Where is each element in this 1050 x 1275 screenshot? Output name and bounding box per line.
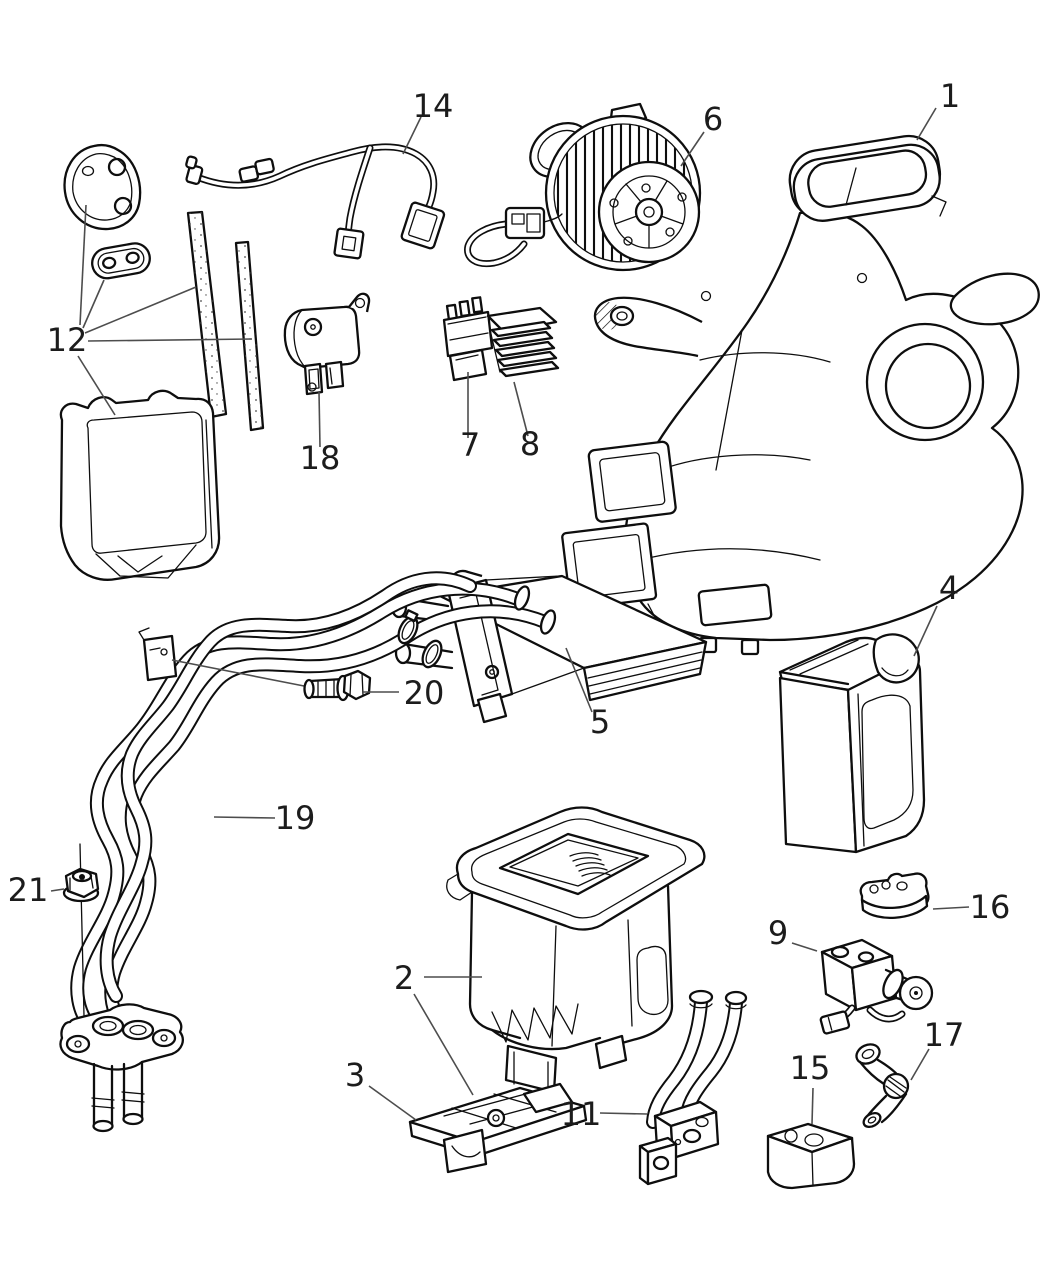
leader-line-6 xyxy=(680,131,705,167)
callout-number-18: 18 xyxy=(300,439,341,477)
leader-line-12 xyxy=(87,338,253,342)
leader-line-3 xyxy=(368,1085,417,1121)
callout-19: 19 xyxy=(213,799,316,837)
leader-line-12 xyxy=(82,279,105,329)
callout-number-12: 12 xyxy=(47,321,88,359)
leader-line-11 xyxy=(599,1112,648,1115)
part-16-mounting-bracket-pad xyxy=(859,872,930,920)
callout-16: 16 xyxy=(932,888,1011,926)
part-17-pivot-bracket xyxy=(855,1043,910,1129)
callout-1: 1 xyxy=(916,77,960,141)
callout-number-4: 4 xyxy=(939,569,959,607)
callout-18: 18 xyxy=(300,391,341,477)
part-18-actuator-motor xyxy=(283,292,371,396)
callout-number-14: 14 xyxy=(413,87,454,125)
callout-number-6: 6 xyxy=(703,100,723,138)
callout-2: 2 xyxy=(394,959,482,1096)
part-4-evaporator-core xyxy=(778,633,926,854)
part-14-wiring-harness xyxy=(185,143,446,260)
part-6-blower-motor xyxy=(464,102,702,272)
callout-15: 15 xyxy=(790,1049,831,1125)
leader-line-16 xyxy=(932,906,970,910)
leader-line-21 xyxy=(50,888,65,892)
leader-line-4 xyxy=(913,605,938,657)
leader-line-12 xyxy=(77,355,116,416)
callout-number-5: 5 xyxy=(590,703,610,741)
leader-line-2 xyxy=(413,993,474,1096)
part-7-8-blower-resistor xyxy=(442,296,560,382)
callout-number-17: 17 xyxy=(924,1016,965,1054)
part-15-foam-block xyxy=(766,1122,856,1190)
leader-line-12 xyxy=(84,286,197,334)
callout-6: 6 xyxy=(680,100,723,167)
leader-line-5 xyxy=(565,647,593,713)
part-12-seals-and-gaskets xyxy=(59,143,265,581)
callout-7: 7 xyxy=(460,372,480,464)
part-20-hex-bolt xyxy=(303,669,372,702)
callout-11: 11 xyxy=(561,1095,648,1133)
callout-14: 14 xyxy=(402,87,454,155)
part-21-hex-flange-nut xyxy=(62,867,100,903)
callout-number-8: 8 xyxy=(520,425,540,463)
callout-12: 12 xyxy=(47,204,253,416)
leader-line-9 xyxy=(791,942,818,952)
leader-line-18 xyxy=(318,391,321,448)
part-3-lower-bracket-tray xyxy=(408,1082,588,1174)
callout-21: 21 xyxy=(8,871,65,909)
leader-line-8 xyxy=(513,381,529,437)
callout-number-7: 7 xyxy=(460,426,480,464)
callout-number-20: 20 xyxy=(404,674,445,712)
callout-number-11: 11 xyxy=(561,1095,602,1133)
leader-line-12 xyxy=(79,204,87,326)
callout-number-9: 9 xyxy=(768,914,788,952)
leader-line-15 xyxy=(811,1087,814,1125)
leader-line-1 xyxy=(916,107,937,141)
part-1-hvac-housing xyxy=(561,134,1040,656)
part-19-heater-hoses xyxy=(59,571,557,1133)
callout-number-19: 19 xyxy=(275,799,316,837)
callout-9: 9 xyxy=(768,914,818,952)
leader-line-14 xyxy=(402,116,422,155)
part-11-heater-tubes xyxy=(638,989,748,1186)
callout-3: 3 xyxy=(345,1056,417,1121)
callout-number-3: 3 xyxy=(345,1056,365,1094)
part-9-expansion-valve xyxy=(819,938,934,1035)
callout-5: 5 xyxy=(565,647,610,741)
callout-number-21: 21 xyxy=(8,871,49,909)
callout-layer: 1 14 6 12 18 7 8 4 5 20 19 21 2 16 9 3 11 15 17 xyxy=(8,77,1011,1133)
callout-number-16: 16 xyxy=(970,888,1011,926)
callout-number-2: 2 xyxy=(394,959,414,997)
callout-8: 8 xyxy=(513,381,540,463)
callout-17: 17 xyxy=(910,1016,965,1081)
callout-number-15: 15 xyxy=(790,1049,831,1087)
part-2-distribution-housing xyxy=(446,806,706,1094)
callout-number-1: 1 xyxy=(940,77,960,115)
leader-line-17 xyxy=(910,1048,930,1081)
callout-20: 20 xyxy=(363,674,444,712)
leader-line-19 xyxy=(213,816,276,819)
callout-4: 4 xyxy=(913,569,959,657)
